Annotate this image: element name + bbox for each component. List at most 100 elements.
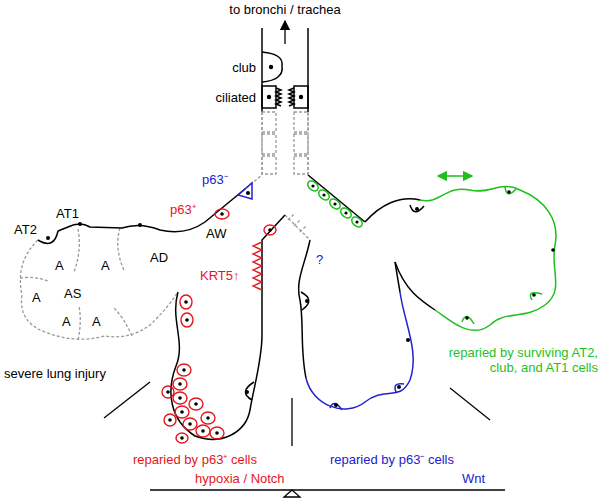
injured-cells (20, 112, 310, 340)
nucleus (206, 416, 210, 420)
nucleus (178, 396, 182, 400)
p63-positive-cells (175, 406, 189, 418)
p63-positive-cells (180, 295, 192, 309)
injured-cells (118, 228, 124, 270)
text-label: p63⁻ (202, 172, 228, 187)
injured-cells (20, 277, 48, 281)
nucleus (268, 228, 272, 232)
p63-positive-cells (173, 392, 187, 404)
nucleus (355, 220, 358, 223)
nucleus (344, 211, 347, 214)
nucleus (415, 207, 419, 211)
injured-cells (78, 306, 80, 340)
balance-scale (284, 490, 300, 497)
alveolar-wall (365, 199, 420, 222)
nucleus (180, 436, 184, 440)
nucleus (406, 338, 410, 342)
p63-negative-cell (238, 183, 252, 199)
nucleus (168, 418, 172, 422)
text-label: A (62, 314, 71, 329)
panel-divider (104, 382, 150, 418)
green-repair (350, 215, 364, 229)
p63-positive-cells (162, 209, 276, 443)
nucleus (334, 403, 338, 407)
p63-negative-repair (395, 384, 404, 392)
alveolar-wall (299, 240, 310, 378)
text-label: hypoxia / Notch (195, 471, 285, 486)
nucleus (551, 248, 555, 252)
text-label: AT2 (14, 222, 37, 237)
green-repair (328, 197, 342, 211)
green-repair (438, 175, 472, 177)
text-label: reparied by surviving AT2, club, and AT1… (433, 345, 598, 375)
p63-positive-cells (189, 398, 203, 410)
p63-negative-repair (306, 292, 413, 409)
p63-positive-cells (253, 242, 262, 290)
nucleus (334, 338, 410, 407)
text-label: A (32, 290, 41, 305)
nucleus (201, 429, 205, 433)
nucleus (311, 184, 314, 187)
p63-positive-cells (264, 225, 276, 235)
text-label: club (232, 60, 256, 75)
nucleus (178, 382, 182, 386)
airway-wall (205, 28, 365, 222)
p63-positive-cells (181, 313, 193, 327)
green-repair (505, 186, 516, 194)
nucleus (532, 293, 536, 297)
nucleus (166, 390, 170, 394)
text-label: AS (64, 286, 81, 301)
injured-cells (294, 134, 308, 154)
nucleus (46, 236, 50, 240)
green-repair (317, 188, 331, 202)
nucleus (507, 190, 511, 194)
green-repair (306, 179, 320, 193)
injured-cells (294, 112, 308, 132)
nucleus (305, 299, 309, 303)
airway-wall (262, 52, 282, 82)
text-label: AW (206, 226, 226, 241)
injured-cells (114, 308, 132, 336)
green-repair (462, 316, 474, 324)
nucleus (299, 95, 303, 99)
injured-cells (262, 134, 276, 154)
nucleus (269, 65, 273, 69)
injured-cells (20, 240, 178, 339)
nucleus (46, 207, 419, 394)
text-label: ciliated (216, 90, 256, 105)
green-repair (306, 176, 556, 330)
airway-wall (308, 175, 365, 222)
airway-wall (294, 86, 308, 108)
alveolar-wall (410, 205, 424, 212)
alveolar-wall (301, 292, 309, 310)
nucleus (180, 410, 184, 414)
text-label: A (92, 314, 101, 329)
balance-scale (150, 490, 505, 497)
injured-cells (307, 112, 308, 175)
p63-positive-cells (177, 364, 191, 376)
p63-positive-cells (183, 418, 197, 430)
nucleus (188, 422, 192, 426)
nucleus (397, 385, 401, 389)
nucleus (185, 318, 189, 322)
p63-positive-cells (173, 378, 187, 390)
injured-cells (294, 156, 308, 174)
nucleus (194, 402, 198, 406)
nucleus (215, 431, 219, 435)
p63-positive-cells (162, 386, 174, 398)
text-label: Wnt (462, 471, 485, 486)
injured-cells (245, 112, 262, 189)
direction-arrow (284, 21, 285, 44)
alveolar-wall (58, 222, 205, 232)
p63-negative-repair (306, 292, 413, 410)
nucleus (245, 390, 249, 394)
p63-positive-cells (210, 427, 224, 439)
alveolar-wall (171, 215, 285, 439)
injured-cells (262, 156, 276, 174)
p63-negative-repair (330, 403, 342, 410)
airway-wall (262, 86, 276, 108)
nucleus (166, 212, 272, 440)
nucleus (78, 222, 82, 226)
p63-positive-cells (201, 412, 215, 424)
